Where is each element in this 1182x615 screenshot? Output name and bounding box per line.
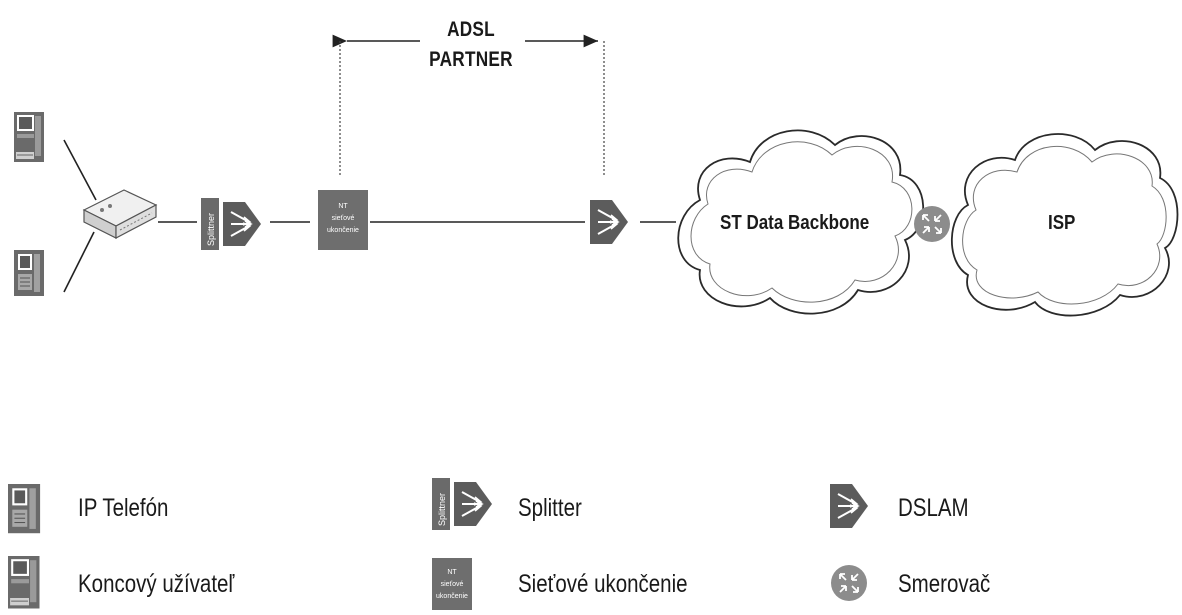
- legend-label-dslam: DSLAM: [898, 494, 969, 522]
- svg-text:ukončenie: ukončenie: [327, 227, 359, 234]
- network-termination-icon: NT sieťové ukončenie: [318, 190, 368, 250]
- connection-lines: [63, 139, 676, 293]
- legend-splitter-icon: Splittner: [432, 478, 493, 530]
- router-icon: [913, 205, 951, 243]
- splitter-vertical-text: Splittner: [206, 213, 216, 246]
- modem-icon: [82, 189, 158, 239]
- legend-label-network-termination: Sieťové ukončenie: [518, 570, 688, 598]
- isp-cloud: [950, 133, 1179, 317]
- legend-label-end-user: Koncový užívateľ: [78, 570, 235, 598]
- legend-router-icon: [830, 564, 868, 602]
- splitter-icon: Splittner: [201, 198, 262, 250]
- backbone-cloud: [677, 129, 925, 315]
- dslam-icon: [589, 199, 629, 245]
- svg-text:sieťové: sieťové: [441, 581, 464, 588]
- legend-dslam-icon: [829, 483, 869, 529]
- legend-network-termination-icon: NT sieťové ukončenie: [432, 558, 472, 610]
- legend-label-router: Smerovač: [898, 570, 991, 598]
- adsl-partner-label: ADSL PARTNER: [429, 18, 513, 71]
- svg-text:NT: NT: [447, 569, 457, 576]
- end-user-pc-icon: [13, 111, 45, 163]
- svg-text:sieťové: sieťové: [332, 215, 355, 222]
- legend-ip-phone-icon: [7, 483, 41, 534]
- legend-end-user-icon: [7, 555, 41, 610]
- svg-text:ukončenie: ukončenie: [436, 593, 468, 600]
- legend-label-ip-phone: IP Telefón: [78, 494, 169, 522]
- svg-text:NT: NT: [338, 203, 348, 210]
- backbone-label: ST Data Backbone: [720, 212, 870, 234]
- svg-text:Splittner: Splittner: [437, 493, 447, 526]
- ip-phone-icon: [13, 249, 45, 297]
- isp-label: ISP: [1048, 212, 1076, 234]
- legend-label-splitter: Splitter: [518, 494, 582, 522]
- adsl-partner-bracket: [332, 34, 605, 175]
